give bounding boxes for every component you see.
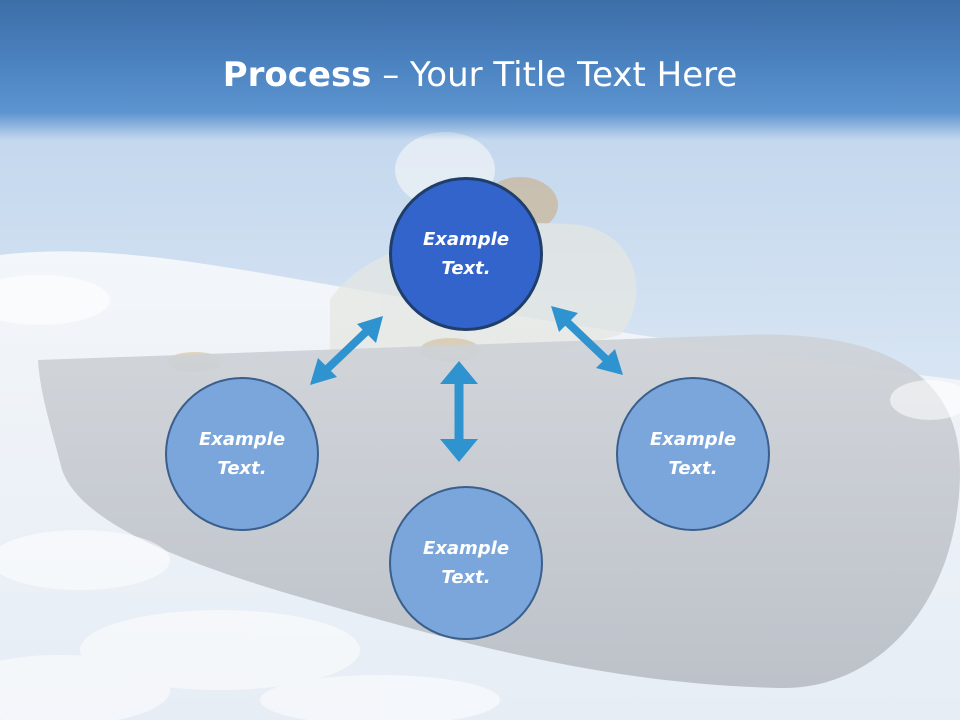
- process-node-bottom[interactable]: Example Text.: [389, 486, 543, 640]
- arrow-center-bottom: [440, 361, 478, 462]
- arrow-center-left: [310, 316, 383, 385]
- node-center-label: Example Text.: [422, 229, 510, 279]
- process-node-center[interactable]: Example Text.: [389, 177, 543, 331]
- node-bottom-label: Example Text.: [422, 538, 510, 588]
- process-node-right[interactable]: Example Text.: [616, 377, 770, 531]
- title-rest-part: – Your Title Text Here: [371, 55, 738, 95]
- title-bar: [0, 0, 960, 140]
- title-bold-part: Process: [222, 55, 372, 95]
- arrow-center-right: [551, 306, 623, 375]
- node-right-label: Example Text.: [649, 429, 737, 479]
- slide-title: Process – Your Title Text Here: [0, 52, 960, 98]
- snow-texture: [0, 275, 960, 720]
- node-left-label: Example Text.: [198, 429, 286, 479]
- process-node-left[interactable]: Example Text.: [165, 377, 319, 531]
